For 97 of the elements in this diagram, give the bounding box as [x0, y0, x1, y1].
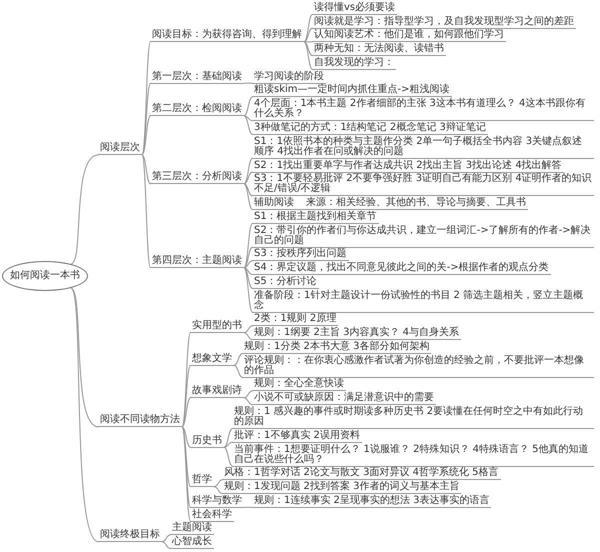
connector-line: [296, 209, 305, 210]
leaf-topic: 准备阶段：1针对主题设计一份试验性的书目 2 筛选主题相关，竖立主题概念: [252, 290, 594, 313]
connector-line: [182, 426, 191, 448]
connector-line: [304, 41, 313, 70]
connector-line: [214, 479, 223, 488]
connector-line: [244, 183, 253, 210]
connector-line: [70, 288, 99, 428]
leaf-topic: 评论规则：：在你衷心感激作者试著为你创造的经验之前，不要批评一本想像的作品: [242, 356, 594, 378]
connector-line: [244, 390, 253, 398]
connector-line: [244, 82, 253, 84]
leaf-topic: 小说不可或缺原因：满足潜意识中的需要: [252, 393, 436, 406]
leaf-topic: 批评：1不够真实 2误用资料: [232, 430, 362, 443]
branch-topic: 第二层次：检阅阅读: [150, 104, 244, 116]
leaf-topic: 粗读skim—一定时间内抓住重点->粗浅阅读: [252, 85, 452, 98]
connector-line: [244, 267, 253, 313]
leaf-topic: 自我发现的学习：: [312, 58, 396, 70]
connector-line: [244, 158, 253, 184]
connector-line: [244, 222, 253, 268]
branch-topic: 阅读目标：为获得咨询、得到理解: [150, 30, 304, 42]
branch-topic: 实用型的书: [190, 321, 244, 334]
connector-line: [142, 41, 151, 156]
leaf-topic: 来源：相关经验、其他的书、导论与摘要、工具书: [304, 198, 528, 210]
connector-line: [70, 154, 99, 264]
central-topic: 如何阅读一本书: [2, 261, 88, 291]
leaf-topic: 社会科学: [190, 510, 234, 522]
connector-line: [224, 446, 233, 467]
connector-line: [304, 41, 313, 42]
branch-topic: 第三层次：分析阅读: [150, 172, 244, 184]
connector-line: [244, 267, 253, 276]
branch-topic: 哲学: [190, 475, 214, 488]
leaf-topic: 规则：1纲要 2主旨 3内容真实？ 4与自身关系: [252, 328, 461, 340]
connector-line: [162, 534, 171, 542]
leaf-topic: 风格：1哲学对话 2论文与散文 3面对异议 4哲学系统化 5格言: [222, 468, 501, 480]
connector-line: [70, 288, 99, 542]
branch-topic: 阅读不同读物方法: [98, 415, 182, 428]
branch-topic: 第一层次：基础阅读: [150, 72, 244, 84]
connector-line: [142, 115, 151, 156]
leaf-topic: S1：1依照书本的种类与主题作分类 2单一句子概括全书内容 3关键点叙述顺序 4找出作者在问或解决的问题: [252, 136, 594, 159]
branch-topic: 历史书: [190, 436, 224, 448]
connector-line: [244, 172, 253, 184]
connector-line: [142, 154, 151, 184]
branch-topic: 第四层次：主题阅读: [150, 256, 244, 268]
leaf-topic: S3：1不要轻易批评 2不要争强好胜 3证明自己有能力区别 4证明作者的知识不足/错误/不逻辑: [252, 174, 594, 196]
leaf-topic: S2：带引你的作者们与你达成共识，建立一组词汇->了解所有的作者->解决自己的问题: [252, 226, 594, 248]
connector-line: [244, 397, 253, 406]
connector-line: [244, 96, 253, 116]
connector-line: [214, 486, 223, 494]
connector-line: [244, 115, 253, 135]
leaf-topic: 2类：1规则 2原理: [252, 314, 338, 326]
connector-line: [304, 41, 313, 56]
leaf-topic: 心智成长: [170, 537, 214, 550]
connector-line: [234, 364, 243, 378]
connector-line: [244, 246, 253, 268]
branch-topic: 辅助阅读: [252, 198, 296, 210]
connector-line: [244, 260, 253, 268]
leaf-topic: S5：分析讨论: [252, 276, 319, 289]
leaf-topic: 规则：1连续事实 2呈现事实的想法 3表达事实的语言: [252, 496, 492, 508]
connector-line: [162, 541, 171, 550]
leaf-topic: 认知阅读艺术：他们是谁，如何跟他们学习: [312, 30, 506, 42]
connector-line: [224, 428, 233, 448]
connector-line: [182, 364, 191, 428]
connector-line: [244, 183, 253, 196]
connector-line: [244, 332, 253, 340]
leaf-topic: 规则：1 感兴趣的事件或时期读多种历史书 2要读懂在任何时空之中有如此行动的原因: [232, 407, 594, 429]
connector-line: [182, 426, 191, 488]
branch-topic: 阅读层次: [98, 143, 142, 156]
connector-line: [142, 154, 151, 268]
connector-line: [244, 267, 253, 289]
connector-line: [244, 115, 253, 122]
leaf-topic: 规则：1发现问题 2找到答案 3作者的词义与基本主旨: [222, 482, 462, 494]
leaf-topic: 两种无知：无法阅读、读错书: [312, 44, 446, 56]
branch-topic: 想象文学: [190, 354, 234, 366]
leaf-topic: S1：根据主题找到相关章节: [252, 212, 379, 224]
branch-topic: 阅读终极目标: [98, 530, 162, 542]
leaf-topic: 阅读就是学习：指导型学习，及自我发现型学习之间的差距: [312, 16, 576, 29]
leaf-topic: 主题阅读: [170, 523, 214, 536]
connector-line: [182, 397, 191, 428]
leaf-topic: S2：1找出重要单字与作者达成共识 2找出主旨 3找出论述 4找出解答: [252, 160, 564, 173]
leaf-topic: S4：界定议题，找出不同意见彼此之间的关->根据作者的观点分类: [252, 263, 551, 276]
connector-line: [244, 506, 253, 508]
connector-line: [224, 442, 233, 448]
leaf-topic: 读得懂vs必须要读: [312, 2, 398, 15]
leaf-topic: 规则：1分类 2本书大意 3各部分如何架构: [242, 342, 432, 354]
connector-line: [304, 28, 313, 42]
leaf-topic: 规则：全心全意快读: [252, 379, 346, 392]
leaf-topic: S3：按秩序列出问题: [252, 249, 349, 262]
connector-line: [244, 325, 253, 334]
leaf-topic: 学习阅读的阶段: [252, 72, 326, 84]
connector-line: [182, 332, 191, 428]
leaf-topic: 当前事件：1想要证明什么？ 1说服谁？ 2特殊知识？ 4特殊语言？ 5他真的知道自己在说些什么吗？: [232, 444, 594, 467]
leaf-topic: 4个层面：1本书主题 2作者细部的主张 3这本书有道理么？ 4这本书跟你有什么关系？: [252, 99, 594, 122]
branch-topic: 故事戏剧诗: [190, 386, 244, 398]
branch-topic: 科学与数学: [190, 496, 244, 508]
leaf-topic: 3种做笔记的方式：1结构笔记 2概念笔记 3辩证笔记: [252, 123, 488, 135]
connector-line: [142, 82, 151, 156]
connector-line: [304, 14, 313, 42]
connector-line: [234, 352, 243, 366]
